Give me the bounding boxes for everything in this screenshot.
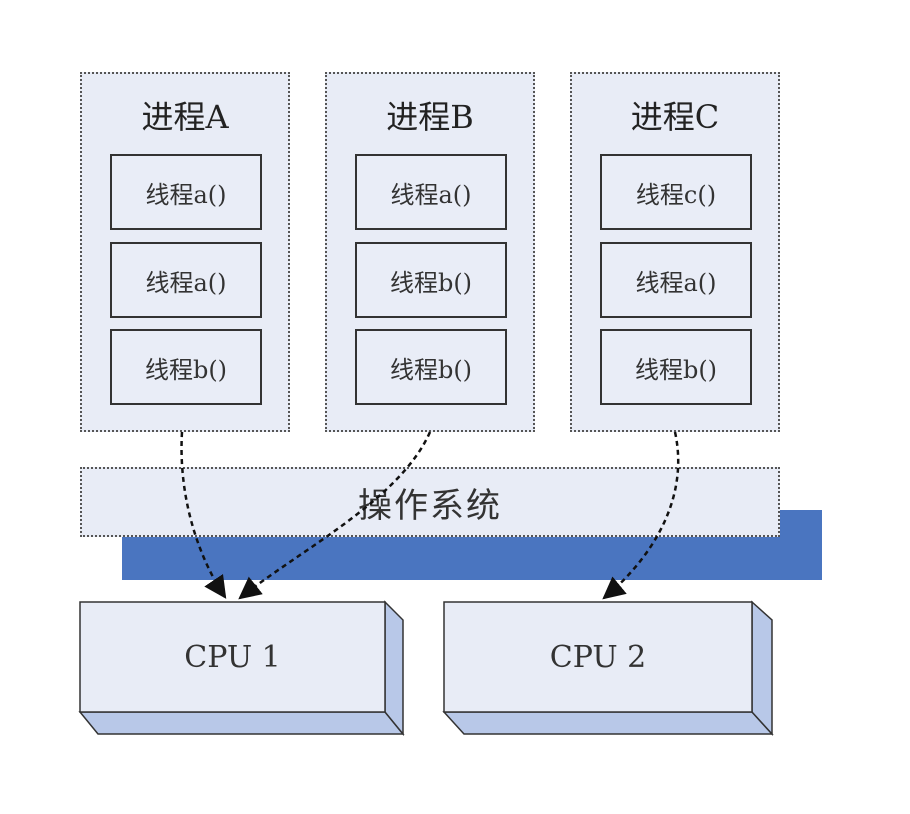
process-c-box: 进程C 线程c() 线程a() 线程b(): [570, 72, 780, 432]
cpu-1-box: [78, 600, 405, 737]
process-b-thread-2: 线程b(): [355, 242, 507, 318]
process-a-thread-1: 线程a(): [110, 154, 262, 230]
cpu-2-label: CPU 2: [549, 639, 647, 675]
arrow-process-c-to-cpu-2: [602, 431, 680, 600]
process-c-thread-2: 线程a(): [600, 242, 752, 318]
process-c-thread-1: 线程c(): [600, 154, 752, 230]
cpu-1-label: CPU 1: [184, 639, 281, 675]
arrow-process-b-to-cpu-1: [238, 431, 432, 600]
process-c-title: 进程C: [630, 98, 720, 136]
cpu-2-box: [442, 600, 774, 736]
process-a-thread-2: 线程a(): [110, 242, 262, 318]
process-c-thread-3: 线程b(): [600, 329, 752, 405]
process-b-box: 进程B 线程a() 线程b() 线程b(): [325, 72, 535, 432]
os-bar: 操作系统: [80, 467, 780, 537]
process-b-thread-1: 线程a(): [355, 154, 507, 230]
process-a-title: 进程A: [141, 98, 229, 136]
process-a-box: 进程A 线程a() 线程a() 线程b(): [80, 72, 290, 432]
arrow-process-a-to-cpu-1: [180, 431, 227, 599]
process-a-thread-3: 线程b(): [110, 329, 262, 405]
process-b-thread-3: 线程b(): [355, 329, 507, 405]
process-b-title: 进程B: [386, 98, 474, 136]
